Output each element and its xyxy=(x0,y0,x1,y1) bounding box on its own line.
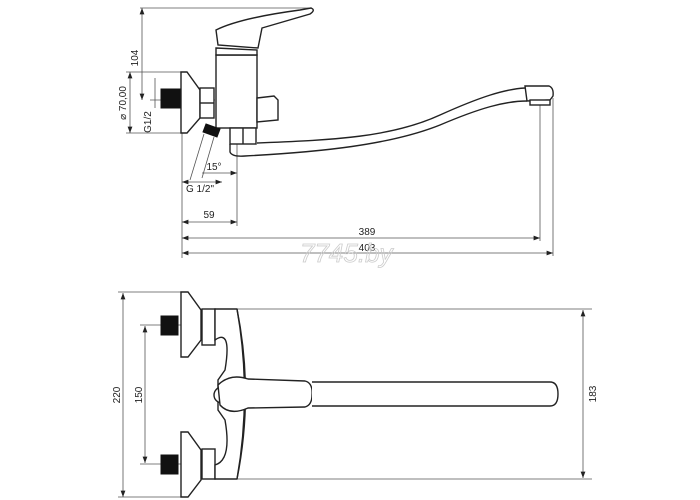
eccentric-nut-top xyxy=(201,308,216,346)
top-view: 220 150 183 xyxy=(112,291,599,498)
label-flange-diameter: ⌀ 70,00 xyxy=(118,86,129,120)
aerator xyxy=(524,85,554,102)
spout-plan xyxy=(312,381,559,407)
label-outlet-thread: G 1/2" xyxy=(186,184,214,195)
label-inlet-thread: G1/2 xyxy=(143,111,154,133)
label-overall-length: 403 xyxy=(359,243,376,254)
label-body-height: 183 xyxy=(588,385,599,402)
lever-handle xyxy=(215,7,314,49)
wall-flange-top xyxy=(180,291,202,358)
label-angle: 15° xyxy=(206,162,221,173)
lever-handle-plan xyxy=(217,376,313,413)
wall-flange-bottom xyxy=(180,431,202,498)
inlet-connector-bottom xyxy=(160,454,179,475)
label-plate-span: 220 xyxy=(112,386,123,403)
spout xyxy=(256,87,526,144)
watermark: 7745.by xyxy=(300,238,395,268)
shower-outlet-thread xyxy=(202,123,221,138)
label-height: 104 xyxy=(130,49,141,66)
label-inlet-spacing: 150 xyxy=(134,386,145,403)
mixer-body xyxy=(215,54,258,129)
eccentric-nut-bottom xyxy=(201,448,216,480)
diverter-knob xyxy=(256,95,279,123)
wall-flange xyxy=(180,71,201,134)
label-wall-to-body: 59 xyxy=(203,210,215,221)
inlet-connector-top xyxy=(160,315,179,336)
label-spout-reach: 389 xyxy=(359,227,376,238)
side-view: 104 ⌀ 70,00 G1/2 15° G 1/2" 59 389 403 7… xyxy=(118,7,554,268)
inlet-thread-connector xyxy=(160,88,181,109)
